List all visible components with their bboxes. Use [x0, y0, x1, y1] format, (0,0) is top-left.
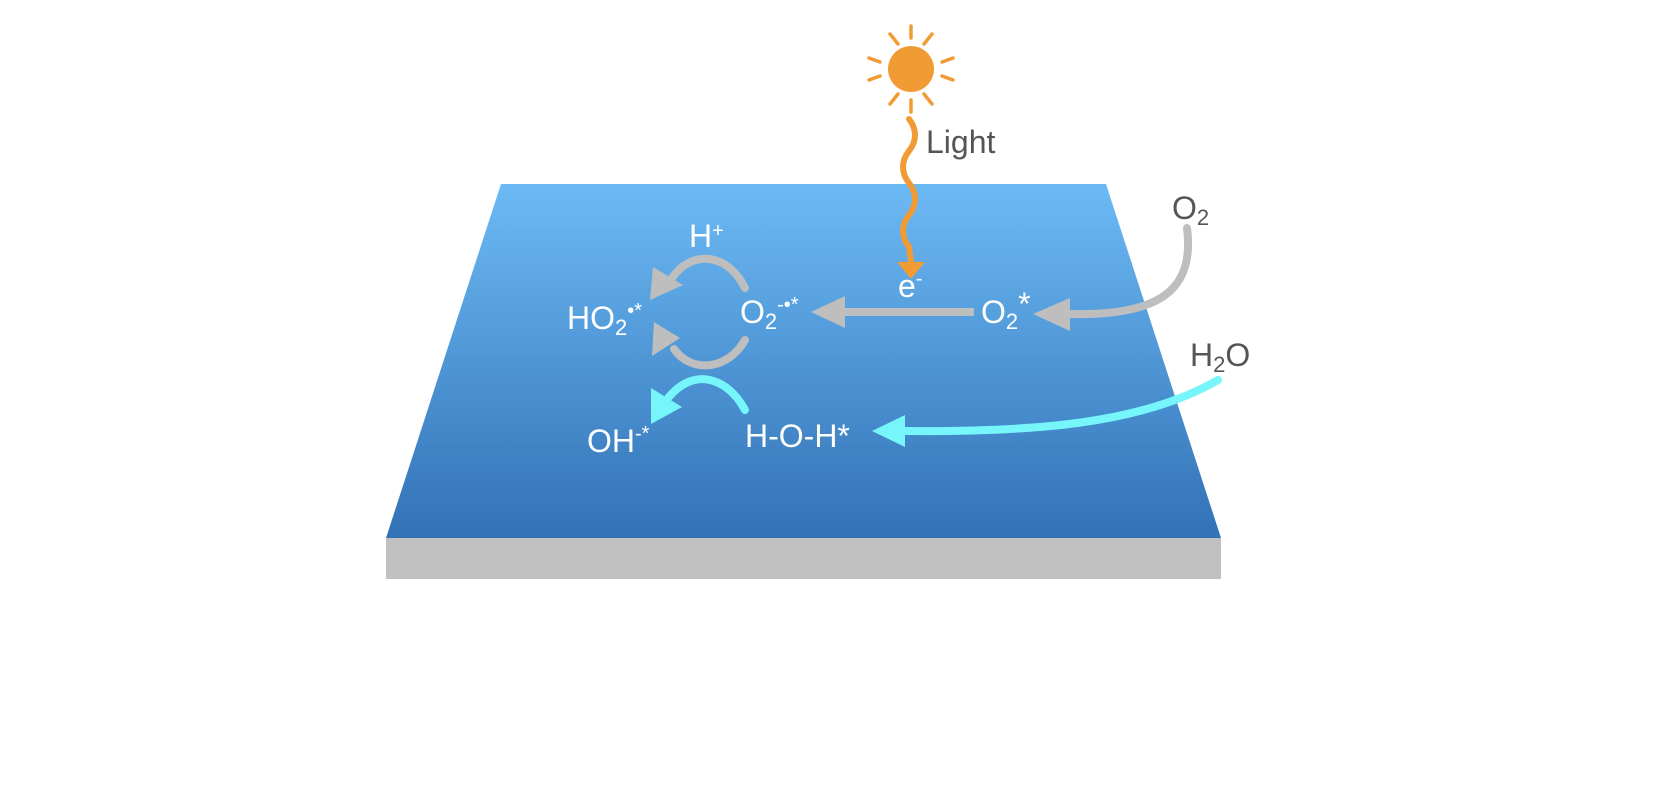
- proton-label: H+: [689, 218, 724, 254]
- sun-rays: [867, 24, 955, 114]
- o2-adsorbed-label: O2*: [981, 286, 1031, 334]
- exchange-arrow-gray: [652, 322, 749, 370]
- wavy-arrow-icon: [897, 116, 925, 279]
- hydroperoxyl-label: HO2•*: [567, 300, 642, 340]
- sun-icon: [867, 24, 955, 114]
- water-adsorbed-label: H-O-H*: [745, 418, 850, 454]
- electron-label: e-: [898, 268, 922, 304]
- surface-top-face: [386, 184, 1221, 538]
- o2-gas-label: O2: [1172, 190, 1209, 230]
- water-adsorption-arrow: [872, 376, 1222, 447]
- hydroxide-formation-arrow: [651, 375, 749, 424]
- o2-adsorption-arrow: [1033, 224, 1193, 331]
- catalyst-surface: [386, 184, 1221, 579]
- hydroxide-label: OH-*: [587, 423, 650, 459]
- light-label: Light: [926, 124, 996, 160]
- sun-disc: [888, 46, 934, 92]
- superoxide-label: O2-•*: [740, 294, 799, 334]
- protonation-arrow: [650, 254, 749, 300]
- light-arrowhead: [897, 262, 925, 279]
- electron-transfer-arrow: [811, 296, 974, 328]
- h2o-gas-label: H2O: [1190, 337, 1250, 377]
- surface-side-edge: [386, 538, 1221, 579]
- light-wave: [900, 116, 918, 265]
